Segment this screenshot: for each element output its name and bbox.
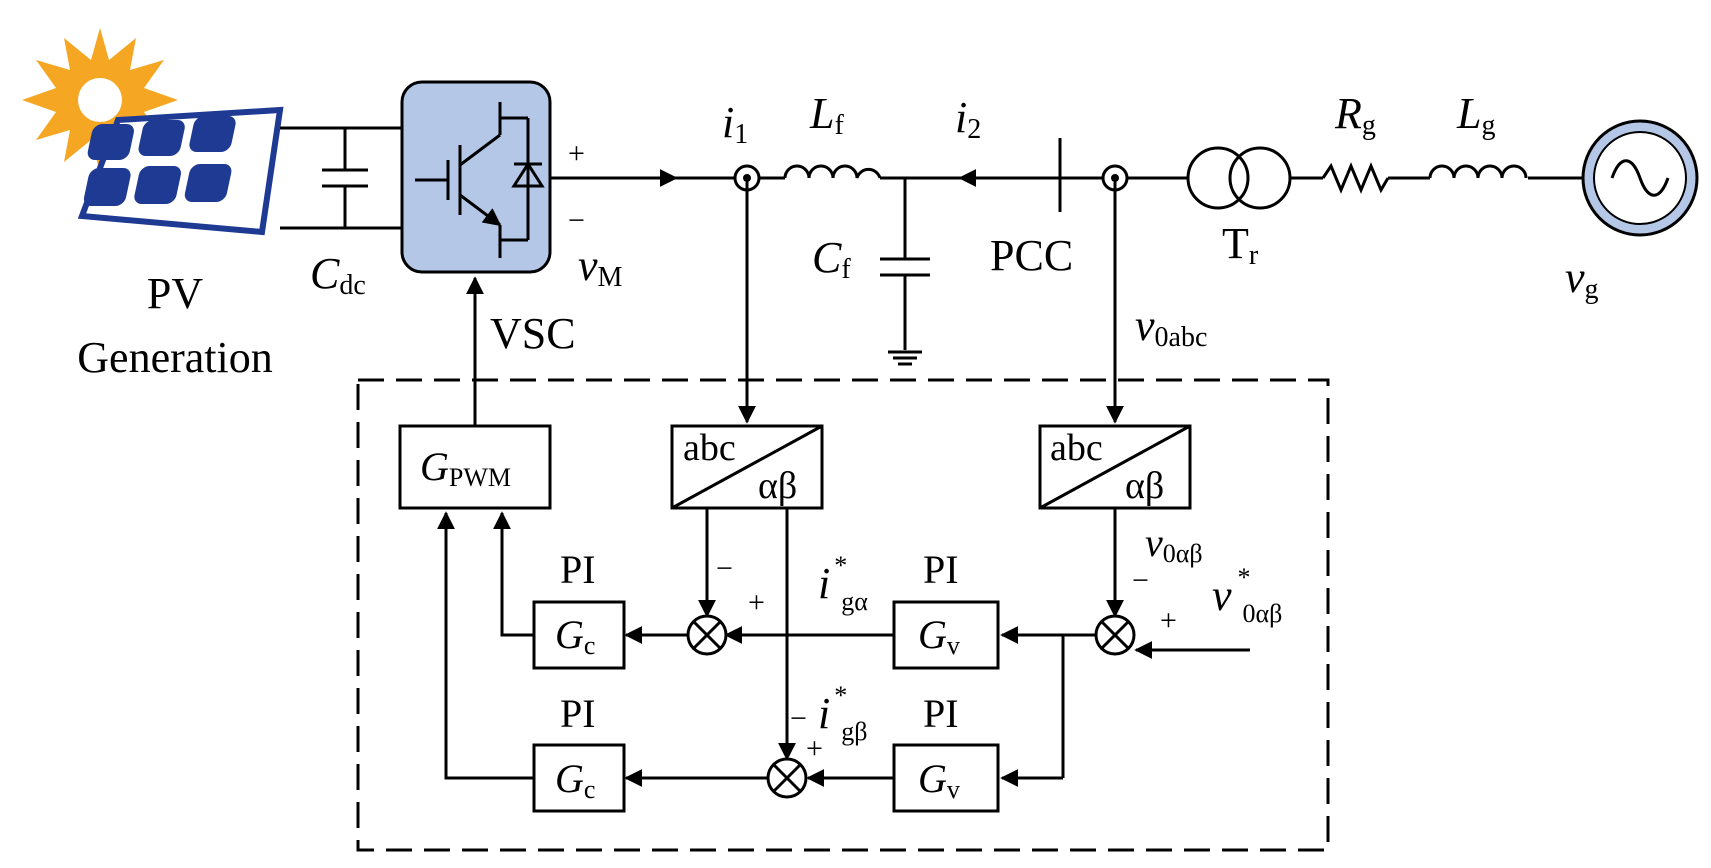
pi-label-gc-beta: PI — [560, 691, 596, 736]
gv-beta-label: Gv — [918, 756, 960, 804]
pv-label: PV — [147, 269, 203, 318]
ground-icon — [888, 350, 922, 366]
inductor-icon — [783, 164, 882, 179]
ib-sum-minus: − — [790, 702, 807, 735]
lf-label: Lf — [809, 89, 844, 141]
gv-alpha-block — [892, 600, 1000, 670]
cf-label: Cf — [812, 233, 851, 285]
gc-beta-label: Gc — [555, 756, 595, 804]
ac-source-icon — [1581, 119, 1699, 237]
control-region — [356, 378, 1330, 852]
summing-junction-icon — [766, 757, 808, 799]
igbt-switch-icon — [415, 102, 545, 258]
cdc-label: Cdc — [310, 249, 366, 301]
vm-label: vM — [578, 241, 623, 293]
gc-beta-block — [532, 743, 626, 813]
abc-label-1: abc — [683, 427, 736, 469]
sun-icon — [22, 28, 178, 172]
i1-label: i1 — [722, 98, 748, 150]
gc-beta-to-pwm — [437, 511, 534, 780]
resistor-icon — [1321, 162, 1390, 194]
vg-label: vg — [1565, 253, 1599, 305]
v-sum-minus: − — [1132, 564, 1149, 597]
capacitor-icon — [322, 168, 368, 188]
alphabeta-label-2: αβ — [1125, 465, 1164, 507]
lg-label: Lg — [1456, 89, 1495, 141]
gc-alpha-to-pwm — [493, 511, 534, 637]
abc-alphabeta-current-block: abc αβ — [670, 424, 824, 510]
ib-sum-plus: + — [806, 732, 823, 765]
ia-sum-minus: − — [716, 552, 733, 585]
solar-panel-icon — [77, 106, 284, 236]
v-sum-plus: + — [1160, 604, 1177, 637]
abc-alphabeta-voltage-block: abc αβ — [1038, 424, 1192, 510]
vm-minus: − — [568, 204, 585, 237]
gpwm-block — [398, 424, 552, 510]
inductor-icon — [1428, 164, 1528, 179]
gv-beta-block — [892, 743, 1000, 813]
alphabeta-label-1: αβ — [758, 465, 797, 507]
summing-junction-icon — [686, 614, 728, 656]
vm-plus: + — [568, 137, 585, 170]
gpwm-label: GPWM — [420, 444, 511, 492]
capacitor-icon — [880, 257, 930, 277]
pi-label-gc-alpha: PI — [560, 547, 596, 592]
iga-label: i*gα — [818, 551, 868, 616]
pi-label-gv-beta: PI — [923, 691, 959, 736]
gc-alpha-block — [532, 600, 626, 670]
gc-alpha-label: Gc — [555, 612, 595, 660]
gv-alpha-label: Gv — [918, 612, 960, 660]
generation-label: Generation — [77, 333, 272, 382]
transformer-icon — [1186, 146, 1292, 210]
igb-label: i*gβ — [818, 681, 867, 746]
vref-label: v*0αβ — [1212, 563, 1282, 628]
summing-junction-icon — [1094, 614, 1136, 656]
ia-sum-plus: + — [748, 586, 765, 619]
vsc-block — [400, 80, 552, 274]
pcc-label: PCC — [990, 231, 1073, 280]
vsc-label: VSC — [490, 309, 576, 358]
pi-label-gv-alpha: PI — [923, 547, 959, 592]
dc-link — [280, 126, 402, 230]
rg-label: Rg — [1334, 89, 1376, 141]
abc-label-2: abc — [1050, 427, 1103, 469]
tr-label: Tr — [1222, 219, 1259, 271]
v0abc-label: v0abc — [1135, 301, 1207, 353]
v0ab-label: v0αβ — [1145, 520, 1203, 568]
i2-label: i2 — [955, 93, 981, 145]
